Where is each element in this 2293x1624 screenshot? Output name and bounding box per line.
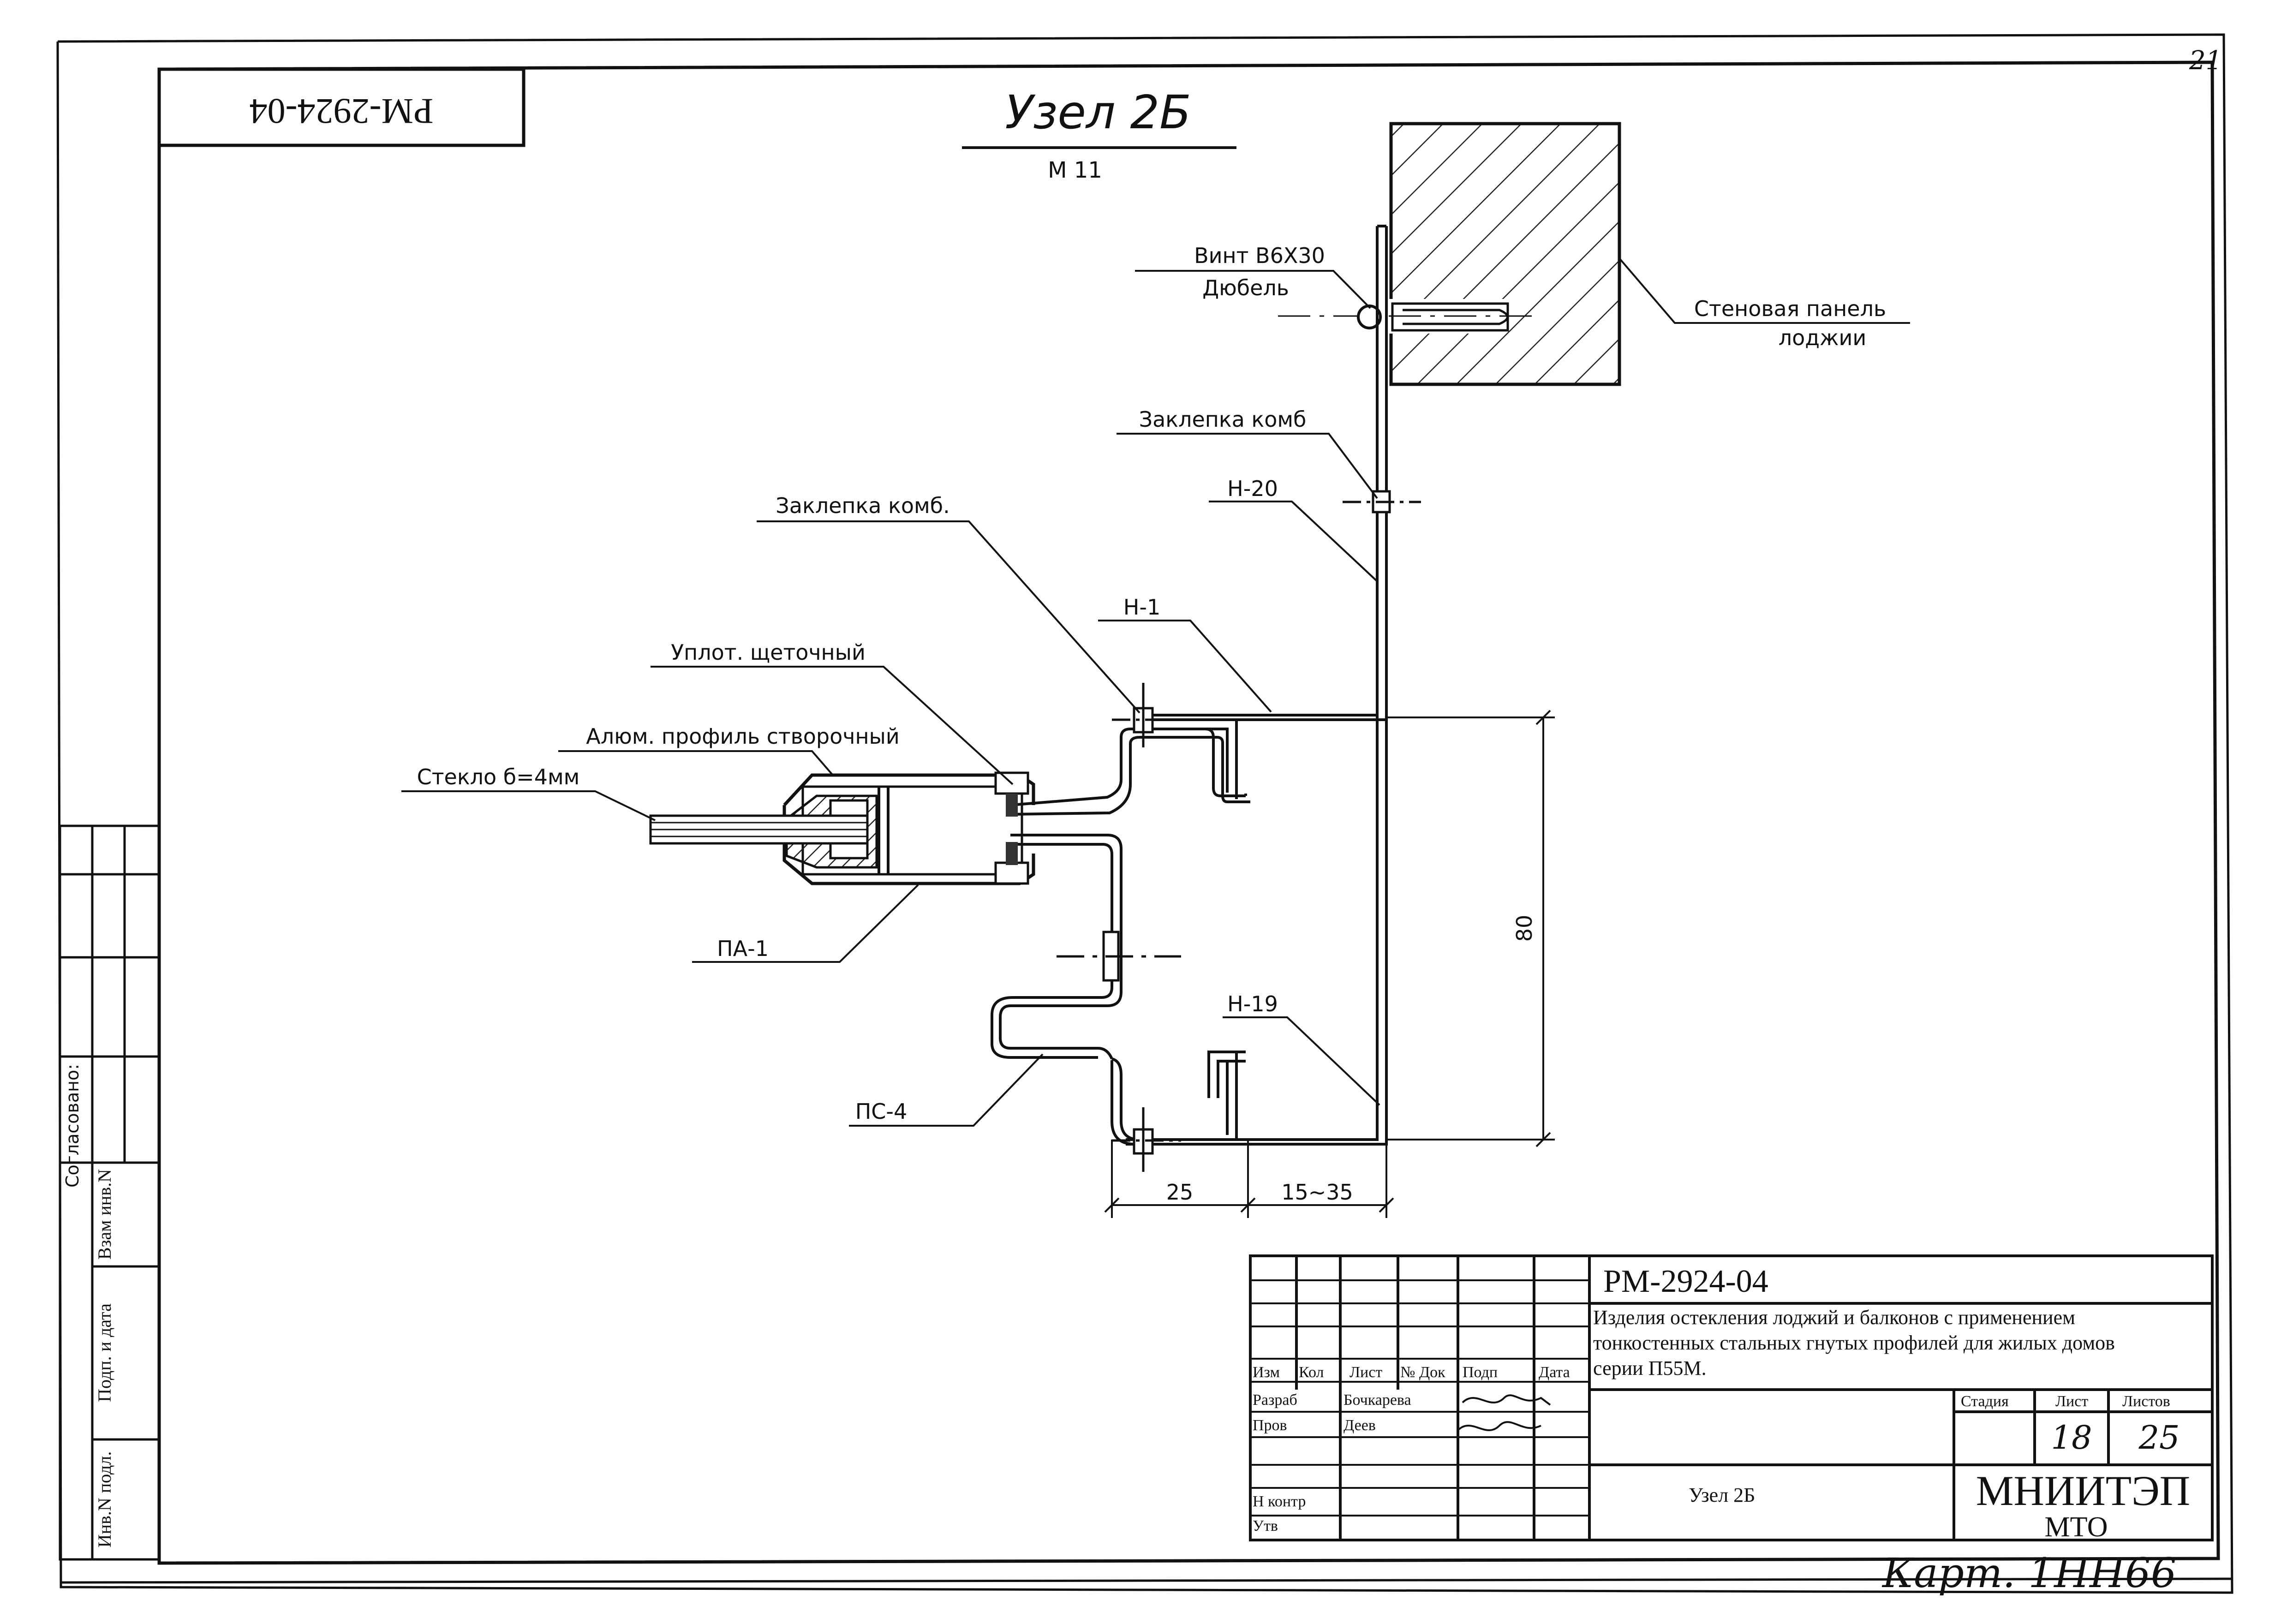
title-block xyxy=(1249,1254,2214,1541)
tb-sheets-label: Листов xyxy=(2122,1393,2170,1410)
detail-title: Узел 2Б М 11 xyxy=(962,85,1236,183)
detail-scale: М 11 xyxy=(1048,157,1102,183)
label-ps4: ПС-4 xyxy=(855,1099,908,1124)
label-dowel: Дюбель xyxy=(1202,275,1289,300)
rotated-code-box: РМ-2924-04 xyxy=(157,67,525,147)
tb-role-0: Разраб xyxy=(1253,1391,1297,1409)
sheet-frame xyxy=(56,33,2233,1594)
tb-sheet-value: 18 xyxy=(2051,1419,2092,1457)
callout-labels: Винт В6Х30 Дюбель Стеновая панель лоджии… xyxy=(417,243,1886,1124)
tb-desc-3: серии П55М. xyxy=(1593,1357,1707,1379)
tb-header-sign: Подп xyxy=(1463,1364,1498,1381)
tb-role-1: Пров xyxy=(1253,1417,1287,1434)
tb-sheet-name: Узел 2Б xyxy=(1689,1484,1755,1506)
label-wall-panel-2: лоджии xyxy=(1779,325,1867,350)
handwritten-note: Карт. 1НН66 xyxy=(1881,1549,2177,1597)
stamp-sign-date: Подп. и дата xyxy=(94,1303,115,1402)
tb-sheet-label: Лист xyxy=(2055,1393,2088,1410)
tb-role-3: Утв xyxy=(1253,1517,1278,1534)
label-seal: Уплот. щеточный xyxy=(671,640,866,665)
signature-developer xyxy=(1462,1394,1551,1406)
tb-stage-label: Стадия xyxy=(1961,1393,2009,1410)
tb-header-date: Дата xyxy=(1539,1364,1570,1381)
wall-panel xyxy=(1278,122,1621,386)
label-screw: Винт В6Х30 xyxy=(1194,243,1325,268)
label-wall-panel: Стеновая панель xyxy=(1694,296,1886,321)
tb-org-1: МНИИТЭП xyxy=(1976,1467,2191,1514)
tb-header-kol: Кол xyxy=(1299,1364,1324,1381)
title-block-text: РМ-2924-04 Изделия остекления лоджий и б… xyxy=(1253,1264,2190,1543)
detail-title-text: Узел 2Б xyxy=(1005,85,1191,139)
dim-height: 80 xyxy=(1512,915,1537,942)
tb-header-izm: Изм xyxy=(1253,1364,1280,1381)
frame-profile-ps4 xyxy=(991,728,1250,1146)
rivets xyxy=(1057,490,1421,1172)
tb-name-1: Деев xyxy=(1344,1417,1376,1434)
tb-desc-1: Изделия остекления лоджий и балконов с п… xyxy=(1593,1306,2075,1329)
tb-desc-2: тонкостенных стальных гнутых профилей дл… xyxy=(1593,1331,2115,1354)
tb-code: РМ-2924-04 xyxy=(1603,1264,1768,1299)
inner-bracket-h19 xyxy=(1135,718,1238,1140)
rotated-code: РМ-2924-04 xyxy=(250,91,434,131)
label-pa1: ПА-1 xyxy=(717,936,769,961)
page-number: 21 xyxy=(2189,46,2222,76)
tb-role-2: Н контр xyxy=(1253,1493,1306,1510)
side-stamp xyxy=(59,824,161,1561)
tb-header-list: Лист xyxy=(1350,1364,1382,1381)
dim-width-a: 25 xyxy=(1166,1180,1194,1205)
tb-org-2: МТО xyxy=(2045,1511,2108,1543)
label-h1: Н-1 xyxy=(1123,595,1160,620)
tb-header-doc: № Док xyxy=(1400,1364,1445,1381)
stamp-inv-orig: Инв.N подл. xyxy=(94,1451,115,1548)
label-h20: Н-20 xyxy=(1227,476,1278,501)
label-rivet-lower: Заклепка комб. xyxy=(776,493,949,518)
label-alu-profile: Алюм. профиль створочный xyxy=(586,724,899,749)
label-glass: Стекло б=4мм xyxy=(417,764,580,789)
leader-lines xyxy=(401,257,1910,1127)
stamp-agreed: Согласовано: xyxy=(62,1064,83,1188)
dim-width-b: 15~35 xyxy=(1281,1180,1353,1205)
label-h19: Н-19 xyxy=(1227,991,1278,1016)
stamp-replace-inv: Взам инв.N xyxy=(94,1169,115,1260)
signature-checker xyxy=(1457,1421,1541,1431)
aluminium-sash-profile xyxy=(649,771,1035,885)
tb-sheets-value: 25 xyxy=(2138,1419,2180,1457)
tb-name-0: Бочкарева xyxy=(1344,1391,1411,1409)
label-rivet-upper: Заклепка комб xyxy=(1139,407,1307,432)
dimension-lines xyxy=(1104,710,1555,1218)
